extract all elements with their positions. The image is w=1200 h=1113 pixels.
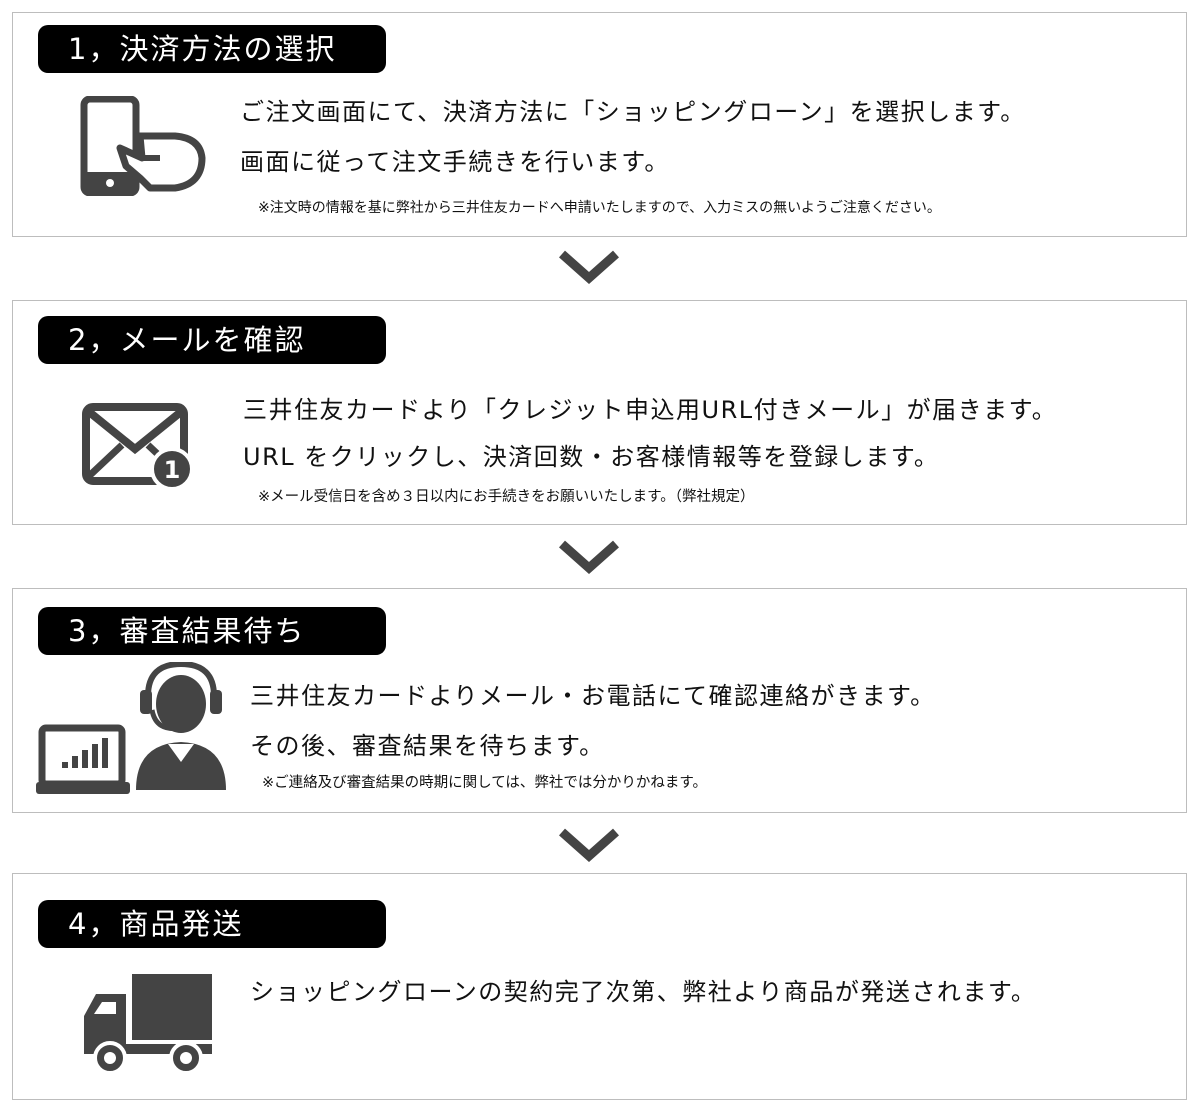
step-4-line-1: ショッピングローンの契約完了次第、弊社より商品が発送されます。 [250, 978, 1037, 1006]
step-3-line-2: その後、審査結果を待ちます。 [250, 732, 605, 760]
step-2-note: ※メール受信日を含め３日以内にお手続きをお願いいたします。（弊社規定） [258, 489, 755, 505]
step-3-title: 3，審査結果待ち [38, 607, 386, 655]
step-1-line-1: ご注文画面にて、決済方法に「ショッピングローン」を選択します。 [240, 98, 1026, 126]
step-1-note: ※注文時の情報を基に弊社から三井住友カードへ申請いたしますので、入力ミスの無いよ… [258, 200, 941, 216]
chevron-down-icon [559, 250, 619, 284]
step-2-line-1: 三井住友カードより「クレジット申込用URL付きメール」が届きます。 [243, 396, 1058, 424]
step-2-box [12, 300, 1187, 525]
smartphone-tap-icon [80, 96, 206, 196]
mail-notification-icon: 1 [82, 403, 194, 491]
operator-laptop-icon [36, 662, 226, 794]
step-1-line-2: 画面に従って注文手続きを行います。 [240, 148, 670, 176]
truck-icon [84, 974, 212, 1075]
step-3-line-1: 三井住友カードよりメール・お電話にて確認連絡がきます。 [250, 682, 936, 710]
step-4-title: 4，商品発送 [38, 900, 386, 948]
chevron-down-icon [559, 540, 619, 574]
step-2-line-2: URL をクリックし、決済回数・お客様情報等を登録します。 [243, 443, 940, 471]
mail-badge: 1 [164, 456, 181, 484]
step-2-title: 2，メールを確認 [38, 316, 386, 364]
step-3-note: ※ご連絡及び審査結果の時期に関しては、弊社では分かりかねます。 [262, 775, 707, 791]
step-1-title: 1，決済方法の選択 [38, 25, 386, 73]
chevron-down-icon [559, 828, 619, 862]
